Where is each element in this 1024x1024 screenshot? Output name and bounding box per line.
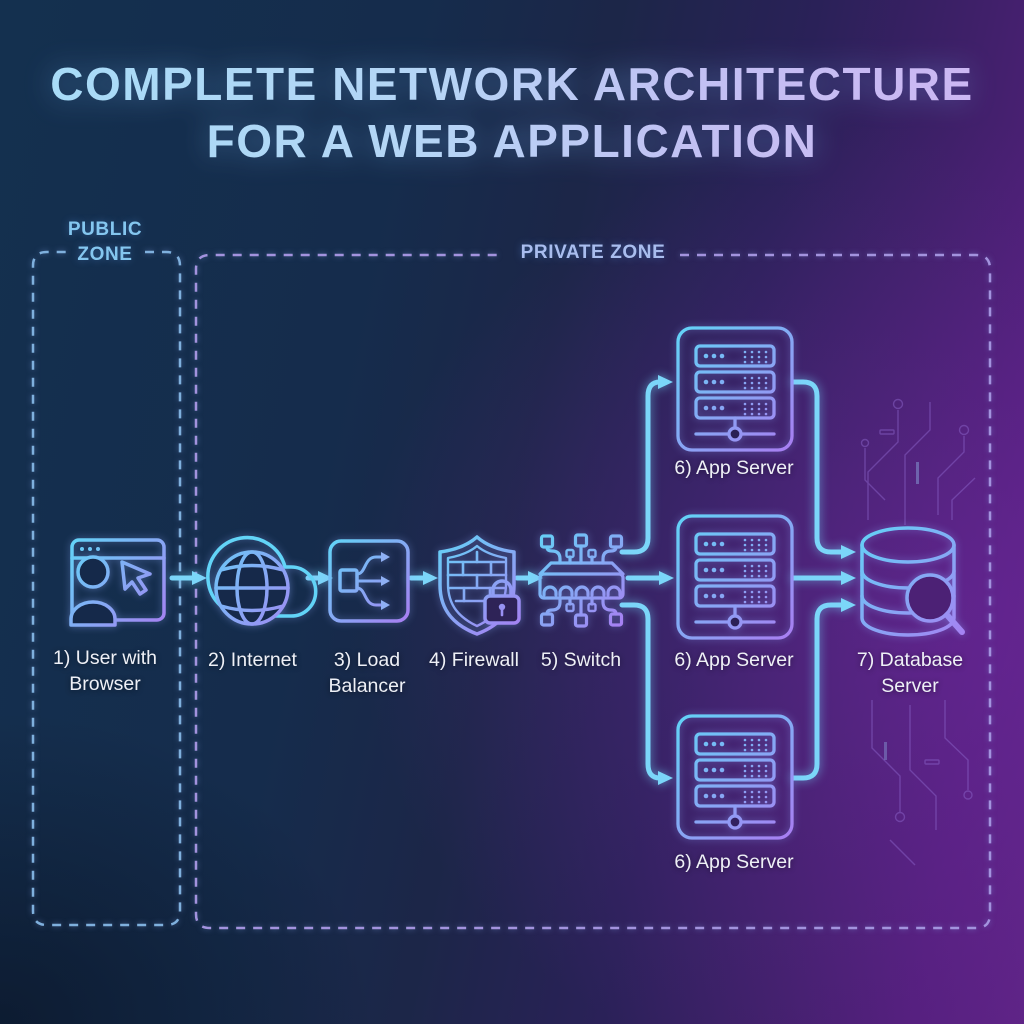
server-rack-icon bbox=[694, 732, 776, 830]
node-label-app-server-bottom: 6) App Server bbox=[674, 851, 794, 873]
node-label-app-server-middle: 6) App Server bbox=[674, 649, 794, 671]
arrow-appserver-bottom-database bbox=[790, 598, 856, 781]
connection-arrows bbox=[169, 375, 856, 785]
node-label-internet: 2) Internet bbox=[208, 649, 297, 671]
person-icon bbox=[69, 555, 117, 627]
node-label-load-balancer: 3) Load Balancer bbox=[328, 649, 406, 697]
globe-icon bbox=[214, 550, 290, 626]
load-balancer-icon bbox=[328, 539, 410, 623]
brick-pattern bbox=[446, 550, 508, 603]
database-search-icon bbox=[860, 526, 965, 637]
node-label-database: 7) Database Server bbox=[856, 649, 964, 697]
cursor-icon bbox=[120, 560, 152, 596]
app-server-bottom bbox=[676, 714, 794, 840]
arrow-appserver-top-database bbox=[790, 379, 856, 559]
app-server-top bbox=[676, 326, 794, 452]
public-zone-label: PUBLIC ZONE bbox=[67, 219, 143, 265]
node-label-switch: 5) Switch bbox=[540, 649, 622, 671]
private-zone-border bbox=[194, 253, 992, 930]
server-rack-icon bbox=[694, 532, 776, 630]
server-rack-icon bbox=[694, 344, 776, 442]
node-label-firewall: 4) Firewall bbox=[429, 649, 519, 671]
node-label-user: 1) User with Browser bbox=[52, 647, 158, 695]
firewall-shield-lock-icon bbox=[438, 535, 521, 636]
arrow-switch-appserver-bottom bbox=[619, 602, 673, 785]
circuit-pattern bbox=[860, 398, 976, 866]
app-server-middle bbox=[676, 514, 794, 640]
cloud-globe-icon bbox=[206, 535, 318, 626]
private-zone-label: PRIVATE ZONE bbox=[520, 242, 666, 263]
network-switch-icon bbox=[538, 533, 625, 628]
padlock-icon bbox=[483, 579, 521, 625]
magnifier-icon bbox=[905, 573, 965, 635]
arrow-switch-appserver-top bbox=[619, 375, 673, 555]
user-browser-icon bbox=[69, 538, 166, 627]
public-zone-border bbox=[31, 250, 182, 927]
node-label-app-server-top: 6) App Server bbox=[674, 457, 794, 479]
